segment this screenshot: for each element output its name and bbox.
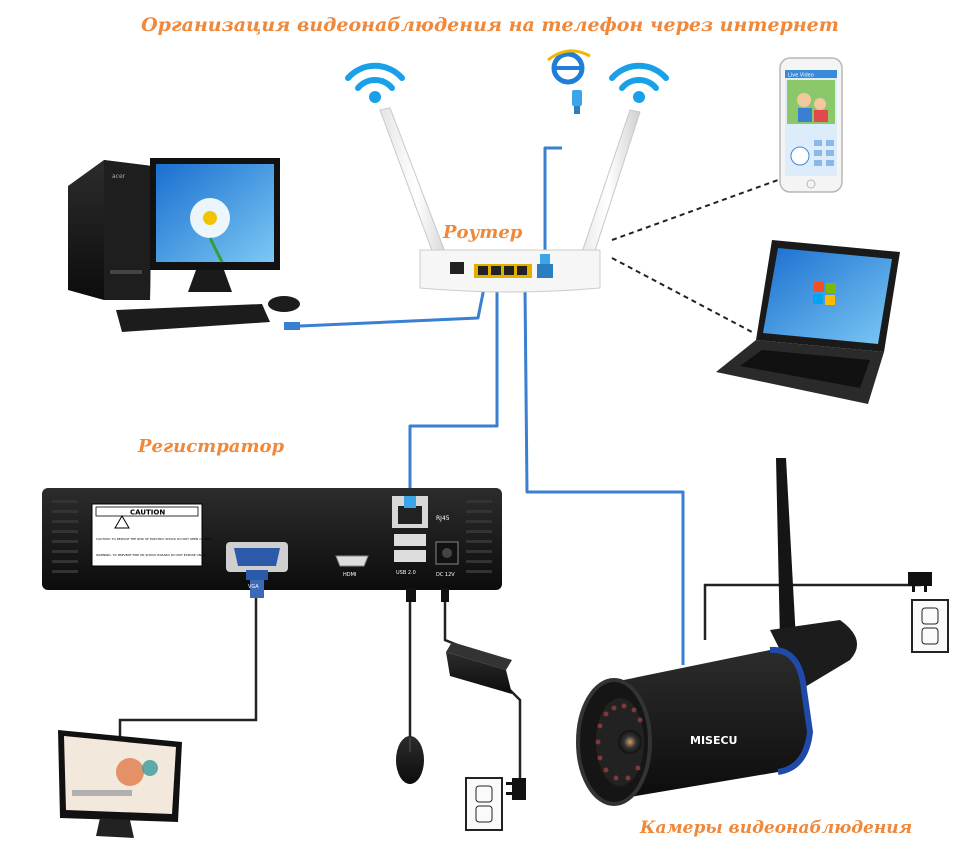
link-router-phone	[611, 179, 779, 241]
ethernet-plug-icon	[572, 90, 582, 114]
usb-port-2	[394, 550, 426, 562]
router-antenna-right	[575, 109, 641, 273]
caution-heading: CAUTION	[130, 509, 165, 517]
wifi-icon-left	[345, 62, 405, 103]
power-adapter	[446, 642, 512, 694]
router-label: Роутер	[443, 222, 523, 243]
hdmi-port	[335, 555, 369, 567]
usb-label: USB 2.0	[396, 570, 416, 576]
warning-text: WARNING: TO PREVENT FIRE OR SHOCK HAZARD…	[96, 553, 206, 557]
mouse-icon	[396, 736, 424, 784]
dvr-caution-sticker	[91, 503, 203, 567]
router-antenna-left	[379, 107, 453, 273]
router	[379, 107, 641, 293]
cameras-label: Камеры видеонаблюдения	[640, 818, 913, 838]
camera-body	[604, 649, 810, 800]
caution-text: CAUTION: TO REDUCE THE RISK OF ELECTRIC …	[96, 537, 212, 541]
pc-brand: acer	[112, 173, 126, 180]
power-plug-icon-bottom	[506, 778, 526, 800]
hdmi-label: HDMI	[343, 572, 356, 578]
wireless-links	[611, 179, 779, 333]
cable-pc-router	[299, 287, 486, 328]
cable-adapter-outlet	[509, 689, 522, 780]
ip-camera: MISECU	[576, 458, 858, 806]
vga-port	[226, 542, 288, 598]
cable-vga-monitor	[118, 596, 258, 742]
cable-router-dvr	[408, 288, 499, 500]
cable-internet-router	[543, 146, 562, 262]
ie-icon	[547, 49, 591, 85]
power-plug-icon-right	[908, 572, 932, 592]
phone-app-header: Live Video	[788, 73, 814, 79]
camera-lens	[618, 730, 642, 754]
power-outlet-icon-right	[911, 599, 949, 653]
pc-keyboard	[116, 304, 270, 332]
smartphone: Live Video	[779, 57, 843, 193]
camera-ir-leds	[595, 703, 643, 781]
camera-brand: MISECU	[690, 734, 737, 747]
cable-dc-adapter	[443, 596, 471, 652]
warning-triangle-icon	[114, 515, 130, 529]
wifi-icon-right	[609, 62, 669, 103]
page-title: Организация видеонаблюдения на телефон ч…	[141, 14, 839, 36]
vga-label: VGA	[248, 584, 259, 590]
laptop	[716, 240, 900, 404]
rj45-label: RJ45	[436, 515, 450, 522]
cable-router-camera	[523, 287, 685, 665]
dvr-vent-right	[466, 500, 492, 573]
dvr-monitor	[58, 730, 182, 838]
pc-cable-plug	[284, 322, 300, 330]
dvr-vent-left	[52, 500, 78, 573]
usb-port-1	[394, 534, 426, 546]
power-outlet-icon-bottom	[465, 777, 503, 831]
daisy-wallpaper	[190, 198, 230, 263]
windows-logo	[813, 282, 836, 305]
network-cables	[299, 146, 685, 665]
phone-ptz-control	[790, 146, 810, 166]
desktop-pc: acer	[68, 158, 300, 332]
pc-mouse	[268, 296, 300, 312]
dc-label: DC 12V	[436, 572, 455, 578]
link-router-laptop	[611, 257, 753, 333]
camera-antenna	[776, 458, 796, 640]
dvr-recorder: CAUTION CAUTION: TO REDUCE THE RISK OF E…	[42, 488, 502, 602]
dvr-label: Регистратор	[138, 436, 285, 457]
